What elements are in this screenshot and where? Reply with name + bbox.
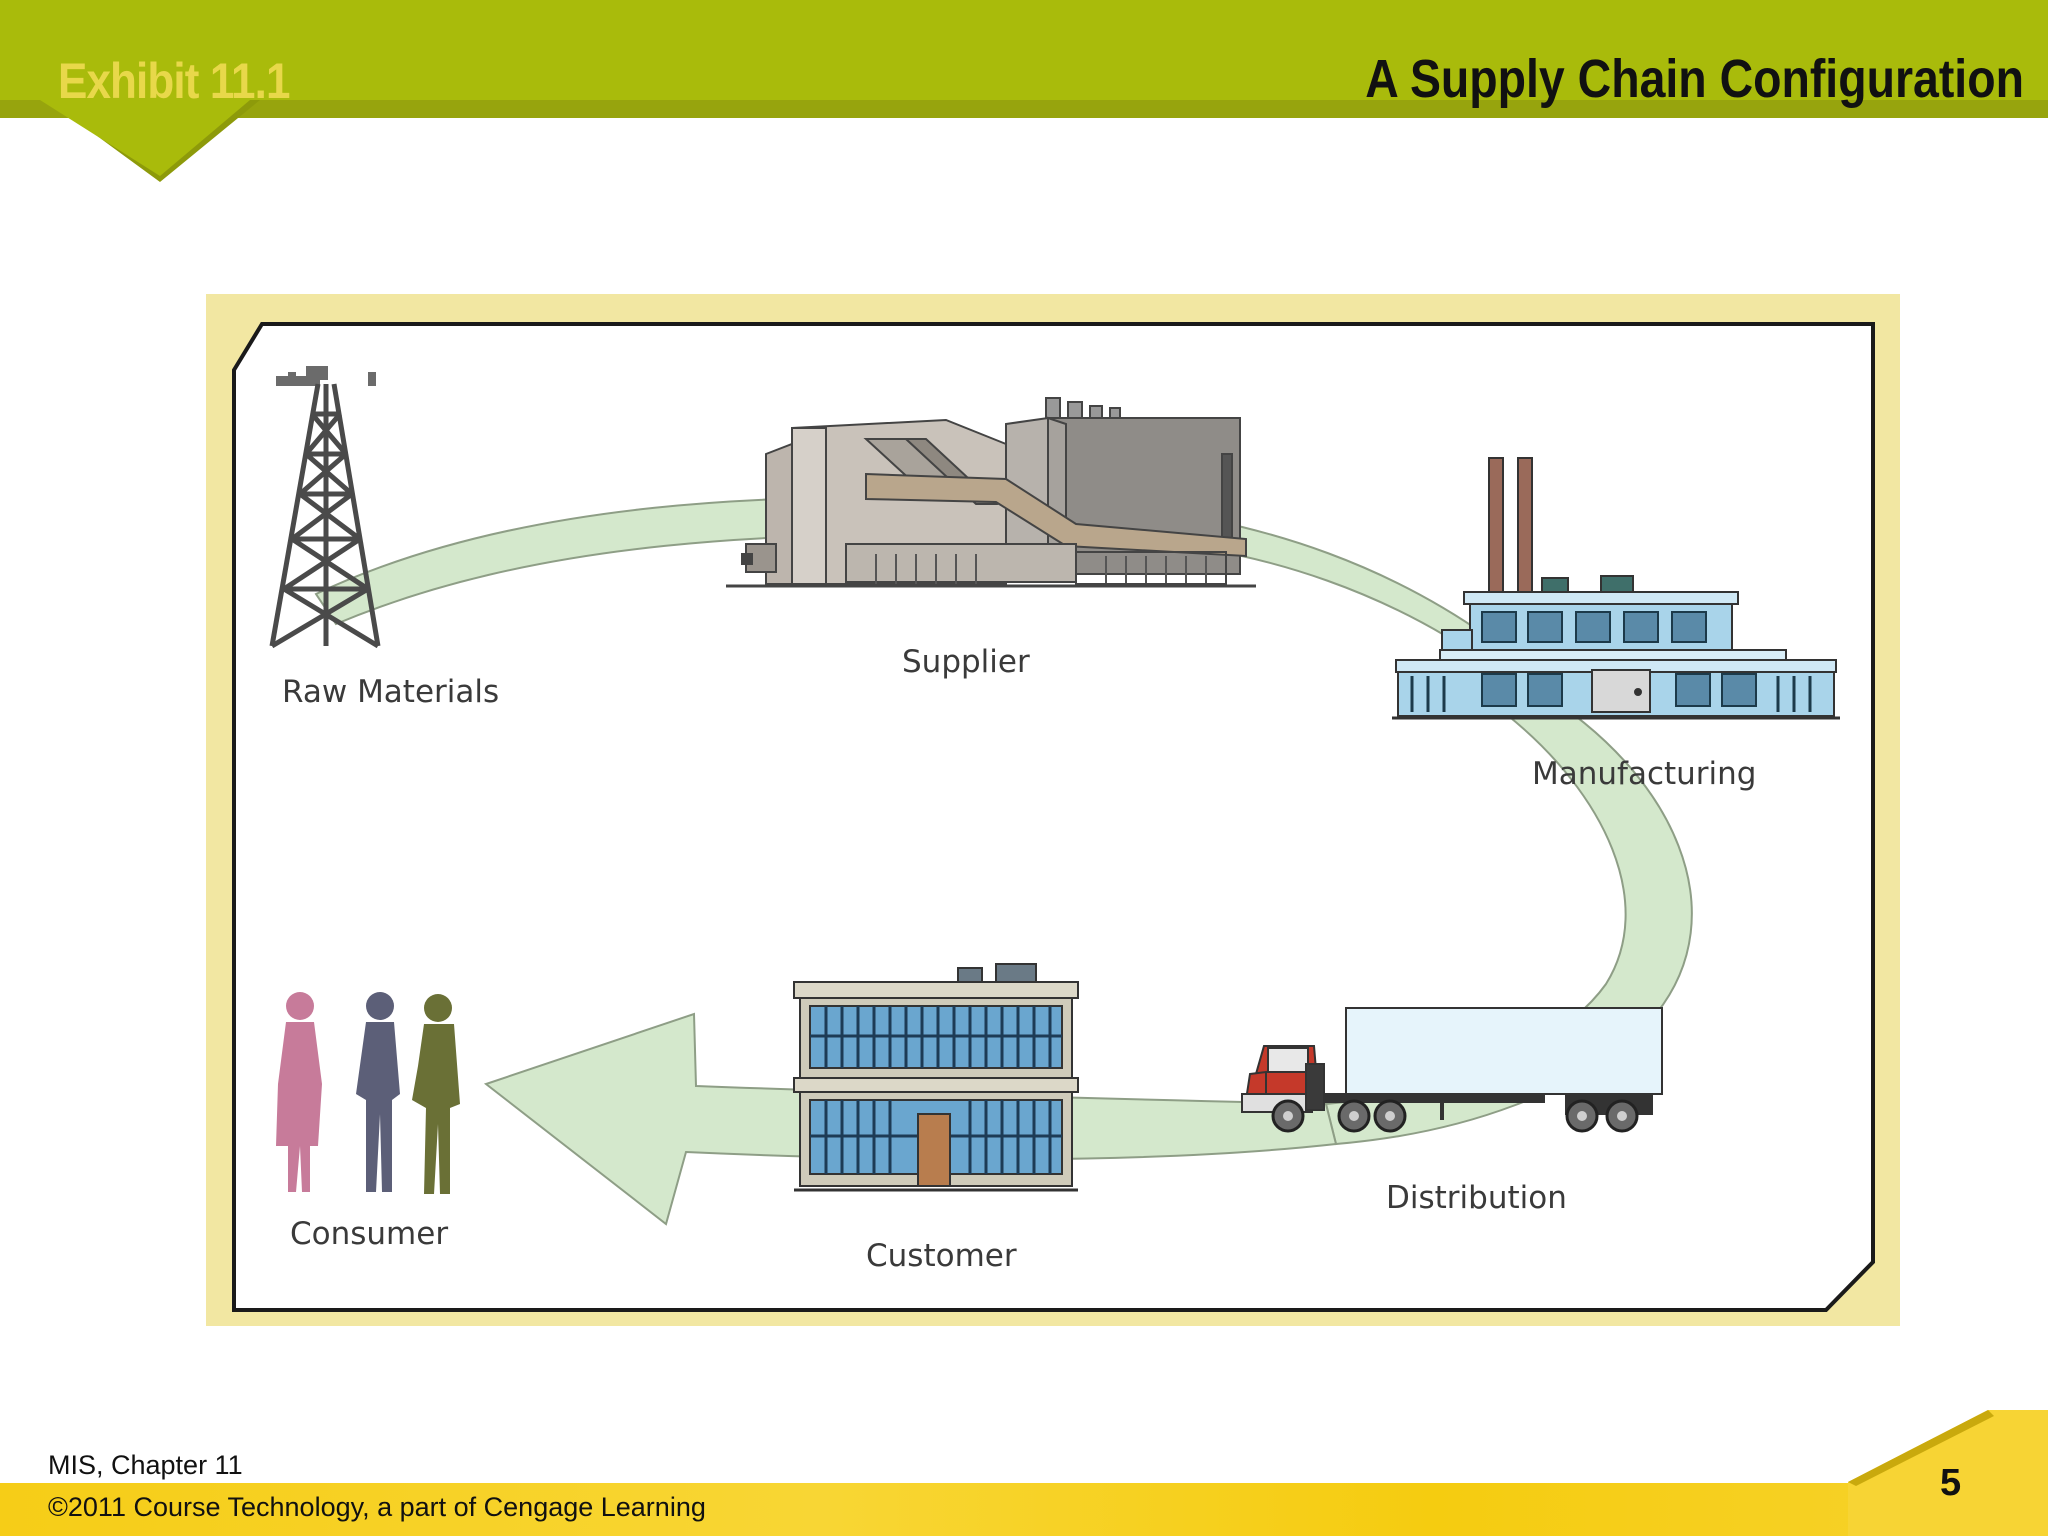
label-consumer: Consumer [290,1216,448,1252]
exhibit-label: Exhibit 11.1 [58,53,290,109]
customer-building-icon [793,963,1079,1192]
supply-chain-diagram: Raw Materials Supplier Manufacturing Dis… [206,294,1900,1326]
consumer-man-figure [356,992,400,1192]
distribution-truck-icon [1241,1007,1663,1133]
consumer-woman-figure [276,992,322,1192]
header-bar [0,0,2048,118]
label-customer: Customer [866,1238,1017,1274]
manufacturing-factory-icon [1392,457,1840,720]
footer-bar [0,1483,2048,1536]
oil-derrick-icon [269,366,381,649]
header-notch [40,100,260,182]
consumer-people-icon [276,992,460,1194]
footer-corner-triangle [1848,1410,2048,1536]
label-raw-materials: Raw Materials [282,674,499,710]
supplier-plant-icon [726,397,1256,588]
footer-copyright: ©2011 Course Technology, a part of Cenga… [48,1492,706,1522]
consumer-man-figure-2 [412,994,460,1194]
label-distribution: Distribution [1386,1180,1567,1216]
page-number: 5 [1940,1462,1962,1504]
header-bar-shadow [0,100,2048,118]
slide-title: A Supply Chain Configuration [1365,49,2024,109]
label-supplier: Supplier [902,644,1030,680]
footer-course: MIS, Chapter 11 [48,1450,243,1480]
label-manufacturing: Manufacturing [1532,756,1756,792]
